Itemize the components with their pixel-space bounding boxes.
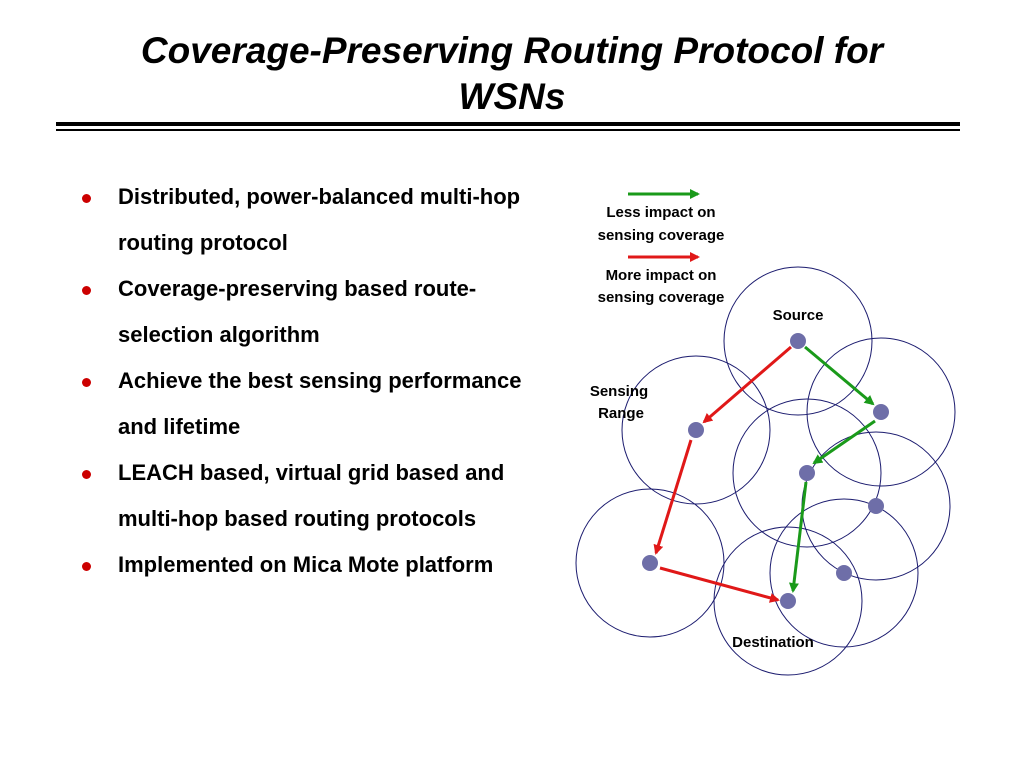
red-route-segment bbox=[659, 566, 780, 603]
sensing-range-circle bbox=[723, 266, 873, 416]
title-rule-thick bbox=[56, 122, 960, 126]
sensor-node bbox=[688, 422, 704, 438]
destination-label: Destination bbox=[732, 634, 814, 651]
bullet-text: Achieve the best sensing performance and… bbox=[118, 368, 522, 439]
green-route-segment bbox=[788, 481, 808, 593]
bullet-text: Implemented on Mica Mote platform bbox=[118, 552, 494, 577]
sensing-range-circle bbox=[621, 355, 771, 505]
green-route-segment bbox=[812, 419, 876, 465]
bullet-dot-icon bbox=[82, 194, 91, 203]
bullet-item: Distributed, power-balanced multi-hop ro… bbox=[76, 174, 566, 266]
bullet-text: LEACH based, virtual grid based and mult… bbox=[118, 460, 505, 531]
sensor-node bbox=[799, 465, 815, 481]
red-route-segment bbox=[653, 439, 693, 555]
sensing-range-label-1: Sensing bbox=[590, 383, 648, 400]
bullet-text: Coverage-preserving based route-selectio… bbox=[118, 276, 477, 347]
bullet-item: Achieve the best sensing performance and… bbox=[76, 358, 566, 450]
legend-green-label-1: Less impact on bbox=[606, 204, 715, 221]
sensor-node-source bbox=[790, 333, 806, 349]
slide-title: Coverage-Preserving Routing Protocol for… bbox=[60, 28, 964, 120]
bullet-dot-icon bbox=[82, 378, 91, 387]
sensing-range-label-2: Range bbox=[598, 405, 644, 422]
legend-green-label-2: sensing coverage bbox=[598, 227, 725, 244]
sensor-node-destination bbox=[780, 593, 796, 609]
sensing-range-circle bbox=[732, 398, 882, 548]
bullet-item: Coverage-preserving based route-selectio… bbox=[76, 266, 566, 358]
bullet-list: Distributed, power-balanced multi-hop ro… bbox=[76, 174, 566, 588]
legend-red-label-1: More impact on bbox=[606, 267, 717, 284]
sensor-node bbox=[642, 555, 658, 571]
red-route-segment bbox=[702, 345, 792, 424]
bullet-dot-icon bbox=[82, 470, 91, 479]
bullet-dot-icon bbox=[82, 562, 91, 571]
bullet-dot-icon bbox=[82, 286, 91, 295]
sensing-range-circle bbox=[769, 498, 919, 648]
bullet-text: Distributed, power-balanced multi-hop ro… bbox=[118, 184, 521, 255]
sensor-node bbox=[836, 565, 852, 581]
green-route-segment bbox=[804, 345, 875, 406]
title-line-2: WSNs bbox=[458, 76, 566, 117]
source-label: Source bbox=[773, 307, 824, 324]
sensor-node bbox=[873, 404, 889, 420]
red-route bbox=[653, 345, 792, 603]
green-route bbox=[788, 345, 876, 593]
legend-red-label-2: sensing coverage bbox=[598, 289, 725, 306]
sensing-range-circle bbox=[806, 337, 956, 487]
bullet-item: LEACH based, virtual grid based and mult… bbox=[76, 450, 566, 542]
bullet-item: Implemented on Mica Mote platform bbox=[76, 542, 566, 588]
sensing-range-circle bbox=[713, 526, 863, 676]
sensor-node bbox=[868, 498, 884, 514]
title-rule-thin bbox=[56, 129, 960, 131]
title-line-1: Coverage-Preserving Routing Protocol for bbox=[140, 30, 884, 71]
